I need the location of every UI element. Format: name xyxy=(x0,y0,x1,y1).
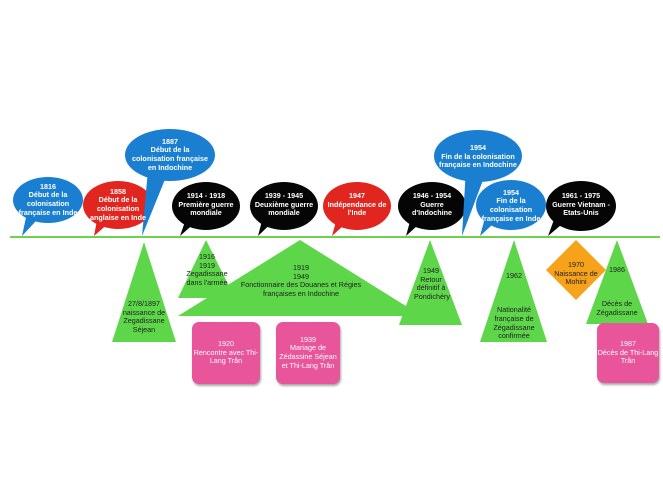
triangle-nationality xyxy=(480,240,547,342)
birth-mohini-text: 1970 Naissance de Mohini xyxy=(554,260,598,287)
bubble-1858-text: 1858 Début de la colonisation anglaise e… xyxy=(90,186,146,222)
bubble-1914-1918-text: 1914 - 1918 Première guerre mondiale xyxy=(178,191,234,218)
bubble-1954-indochine xyxy=(434,130,522,236)
bubble-1961-1975-text: 1961 - 1975 Guerre Vietnam - Etats-Unis xyxy=(552,191,610,218)
triangle-return xyxy=(399,240,462,325)
bubble-1946-1954 xyxy=(398,182,466,236)
bubble-1858 xyxy=(83,181,153,236)
triangle-nationality-text: 1962 Nationalité française de Zégadissan… xyxy=(493,271,535,341)
triangle-army-text: 1916 1919 Zegadissane dans l'armée xyxy=(186,252,228,287)
bubble-1816 xyxy=(13,177,83,236)
box-death-thi-lang: 1987 Décès de Thi-Lang Trân xyxy=(597,323,659,383)
bubble-1954-inde xyxy=(476,180,546,236)
bubble-1939-1945-text: 1939 - 1945 Deuxième guerre mondiale xyxy=(254,191,314,218)
bubble-1947-text: 1947 Indépendance de l'Inde xyxy=(327,191,387,218)
triangle-birth-text: 27/8/1897 naissance de Zegadissane Séjea… xyxy=(122,299,166,334)
bubble-1914-1918 xyxy=(172,182,240,236)
triangle-customs-text: 1919 1949 Fonctionnaire des Douanes et R… xyxy=(240,263,362,298)
bubble-1954-indochine-text: 1954 Fin de la colonisation française en… xyxy=(439,143,517,170)
bubble-1816-text: 1816 Début de la colonisation française … xyxy=(18,181,78,217)
triangle-birth xyxy=(112,242,176,342)
bubble-1954-inde-text: 1954 Fin de la colonisation française en… xyxy=(481,187,541,223)
triangle-death xyxy=(586,240,648,324)
bubble-1961-1975 xyxy=(546,181,616,236)
triangle-return-text: 1949 Retour définitif à Pondichéry xyxy=(414,266,450,301)
box-meeting: 1920 Rencontre avec Thi-Lang Trân xyxy=(192,322,260,384)
bubble-1947 xyxy=(323,182,391,236)
box-marriage: 1939 Mariage de Zédassine Séjean et Thi-… xyxy=(276,322,340,384)
birth-mohini-diamond xyxy=(546,240,606,300)
triangle-death-text: 1986 Décès de Zégadissane xyxy=(596,265,638,317)
bubble-1939-1945 xyxy=(250,182,318,236)
bubble-1887 xyxy=(125,129,215,236)
bubble-1887-text: 1887 Début de la colonisation française … xyxy=(132,136,208,172)
triangle-customs xyxy=(178,240,422,316)
triangle-army xyxy=(178,240,235,298)
bubble-1946-1954-text: 1946 - 1954 Guerre d'Indochine xyxy=(411,191,453,218)
